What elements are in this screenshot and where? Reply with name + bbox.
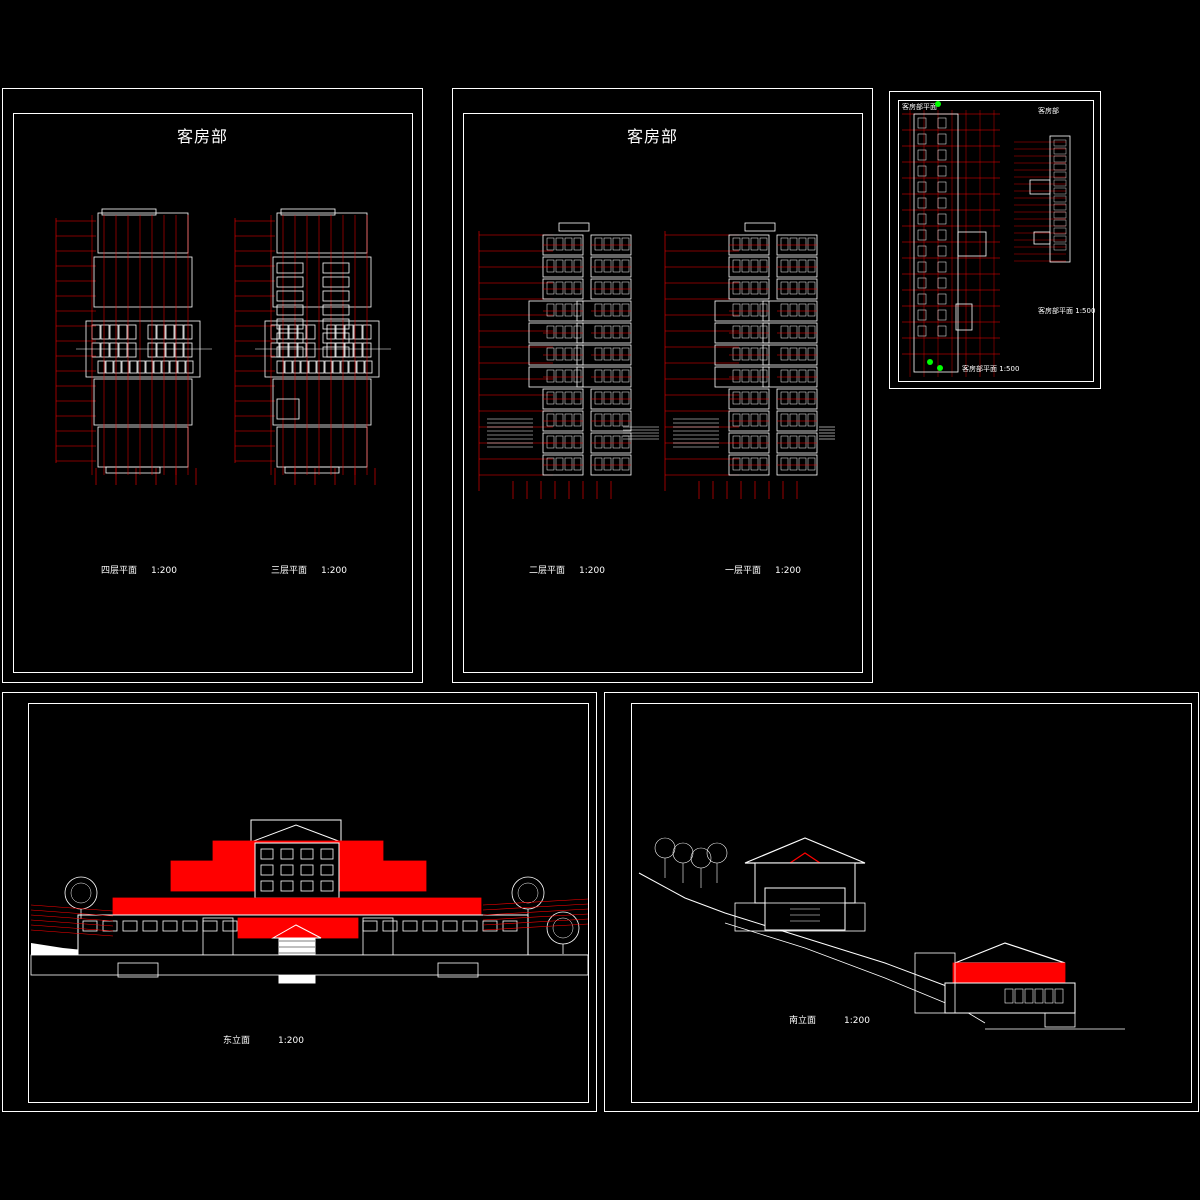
sheet-inner-frame [13, 113, 413, 673]
elevation-caption-east: 东立面 1:200 [223, 1033, 304, 1046]
sheet-inner-frame [28, 703, 589, 1103]
site-plan-caption-left: 客房部平面 1:500 [962, 364, 1019, 374]
plan-scale: 1:200 [321, 566, 347, 576]
plan-label: 二层平面 [529, 566, 566, 576]
east-elevation-drawing [30, 819, 589, 984]
sheet-east-elevation: 东立面 1:200 [2, 692, 597, 1112]
plan-scale: 1:200 [579, 566, 605, 576]
sheet-south-elevation: 南立面 1:200 [604, 692, 1199, 1112]
south-elevation-drawing [638, 837, 1125, 1030]
plan-caption-2f: 二层平面 1:200 [529, 563, 605, 576]
plan-label: 一层平面 [725, 566, 762, 576]
plan-caption-1f: 一层平面 1:200 [725, 563, 801, 576]
sheet-title: 客房部 [627, 127, 679, 146]
site-plan-title-right: 客房部 [1038, 107, 1059, 115]
elevation-label: 南立面 [789, 1016, 817, 1026]
site-plan-caption-right: 客房部平面 1:500 [1038, 306, 1095, 316]
sheet-title: 客房部 [177, 127, 229, 146]
plan-label: 三层平面 [271, 566, 308, 576]
sheet-floor-plans-2-1: 客房部 二层平面 1:200 一层平面 1:200 [452, 88, 873, 683]
plan-label: 四层平面 [101, 566, 138, 576]
site-plan-drawing [902, 101, 1071, 377]
caption-label: 客房部平面 [962, 365, 997, 373]
caption-scale: 1:500 [1075, 307, 1096, 315]
elevation-label: 东立面 [223, 1036, 251, 1046]
sheet-floor-plans-4-3: 客房部 四层平面 1:200 三层平面 1:200 [2, 88, 423, 683]
elevation-caption-south: 南立面 1:200 [789, 1013, 870, 1026]
caption-scale: 1:500 [999, 365, 1020, 373]
plan-caption-4f: 四层平面 1:200 [101, 563, 177, 576]
plan-2f-drawing [478, 222, 835, 499]
sheet-inner-frame [898, 100, 1094, 382]
sheet-inner-frame [631, 703, 1192, 1103]
sheet-site-plan: 客房部平面 客房部 客房部平面 1:500 客房部平面 1:500 [889, 91, 1101, 389]
caption-label: 客房部平面 [1038, 307, 1073, 315]
sheet-inner-frame [463, 113, 863, 673]
plan-scale: 1:200 [151, 566, 177, 576]
elevation-scale: 1:200 [278, 1036, 304, 1046]
site-plan-title-left: 客房部平面 [902, 103, 937, 111]
plan-4f-drawing [55, 208, 391, 485]
plan-caption-3f: 三层平面 1:200 [271, 563, 347, 576]
plan-scale: 1:200 [775, 566, 801, 576]
elevation-scale: 1:200 [844, 1016, 870, 1026]
